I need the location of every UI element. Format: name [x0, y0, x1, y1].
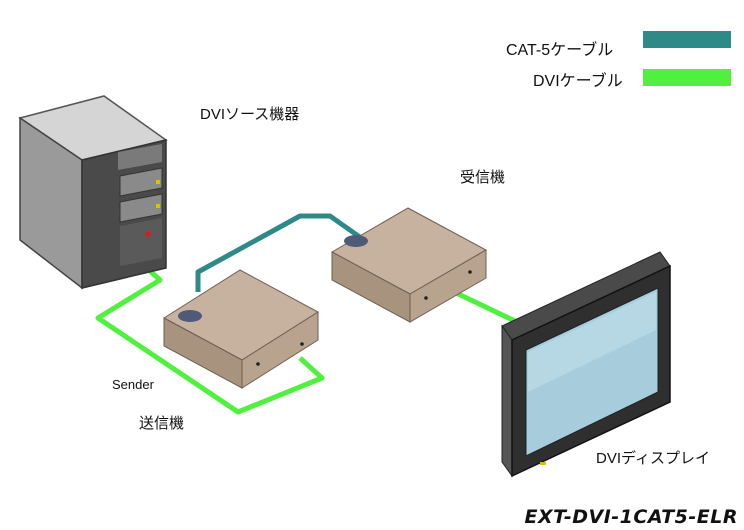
legend-dvi-swatch	[643, 69, 731, 86]
legend-cat5-label: CAT-5ケーブル	[506, 42, 614, 59]
legend-cat5-swatch	[643, 31, 731, 48]
dvi-cable-source	[95, 260, 325, 415]
dvi-cable-display	[448, 287, 519, 325]
cat5-cable	[195, 213, 366, 292]
display-label: DVIディスプレイ	[596, 450, 710, 467]
source-device-label: DVIソース機器	[200, 106, 300, 123]
pc-tower	[18, 95, 168, 290]
sender-box	[163, 269, 319, 389]
model-number: EXT-DVI-1CAT5-ELR	[524, 506, 738, 528]
receiver-box	[330, 207, 488, 323]
dvi-display	[501, 251, 671, 478]
sender-english-label: Sender	[112, 377, 154, 392]
sender-label: 送信機	[139, 415, 185, 432]
receiver-label: 受信機	[460, 169, 506, 186]
legend-dvi-label: DVIケーブル	[533, 73, 623, 90]
